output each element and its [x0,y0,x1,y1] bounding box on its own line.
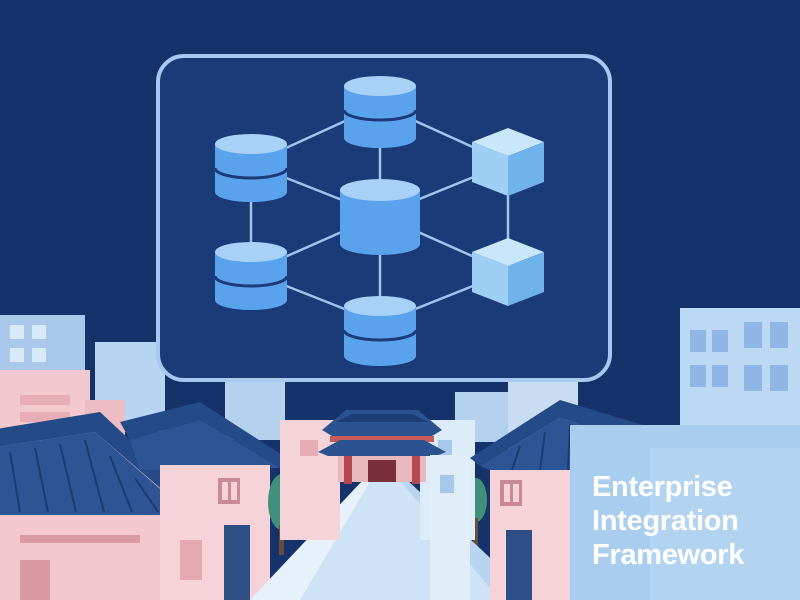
database-icon [213,134,289,202]
right-buildings [430,400,800,600]
database-icon [213,242,289,310]
cube-icon [472,238,544,306]
database-icon [340,179,420,255]
title-line: Enterprise [592,471,733,503]
database-icon [342,296,418,366]
database-icon [342,76,418,148]
title-line: Framework [592,539,745,571]
traditional-gate-icon [318,410,446,484]
cube-icon [472,128,544,196]
network-diagram-panel [156,54,612,382]
framework-title: Enterprise Integration Framework [592,470,792,572]
left-buildings [0,370,290,600]
title-line: Integration [592,505,739,537]
